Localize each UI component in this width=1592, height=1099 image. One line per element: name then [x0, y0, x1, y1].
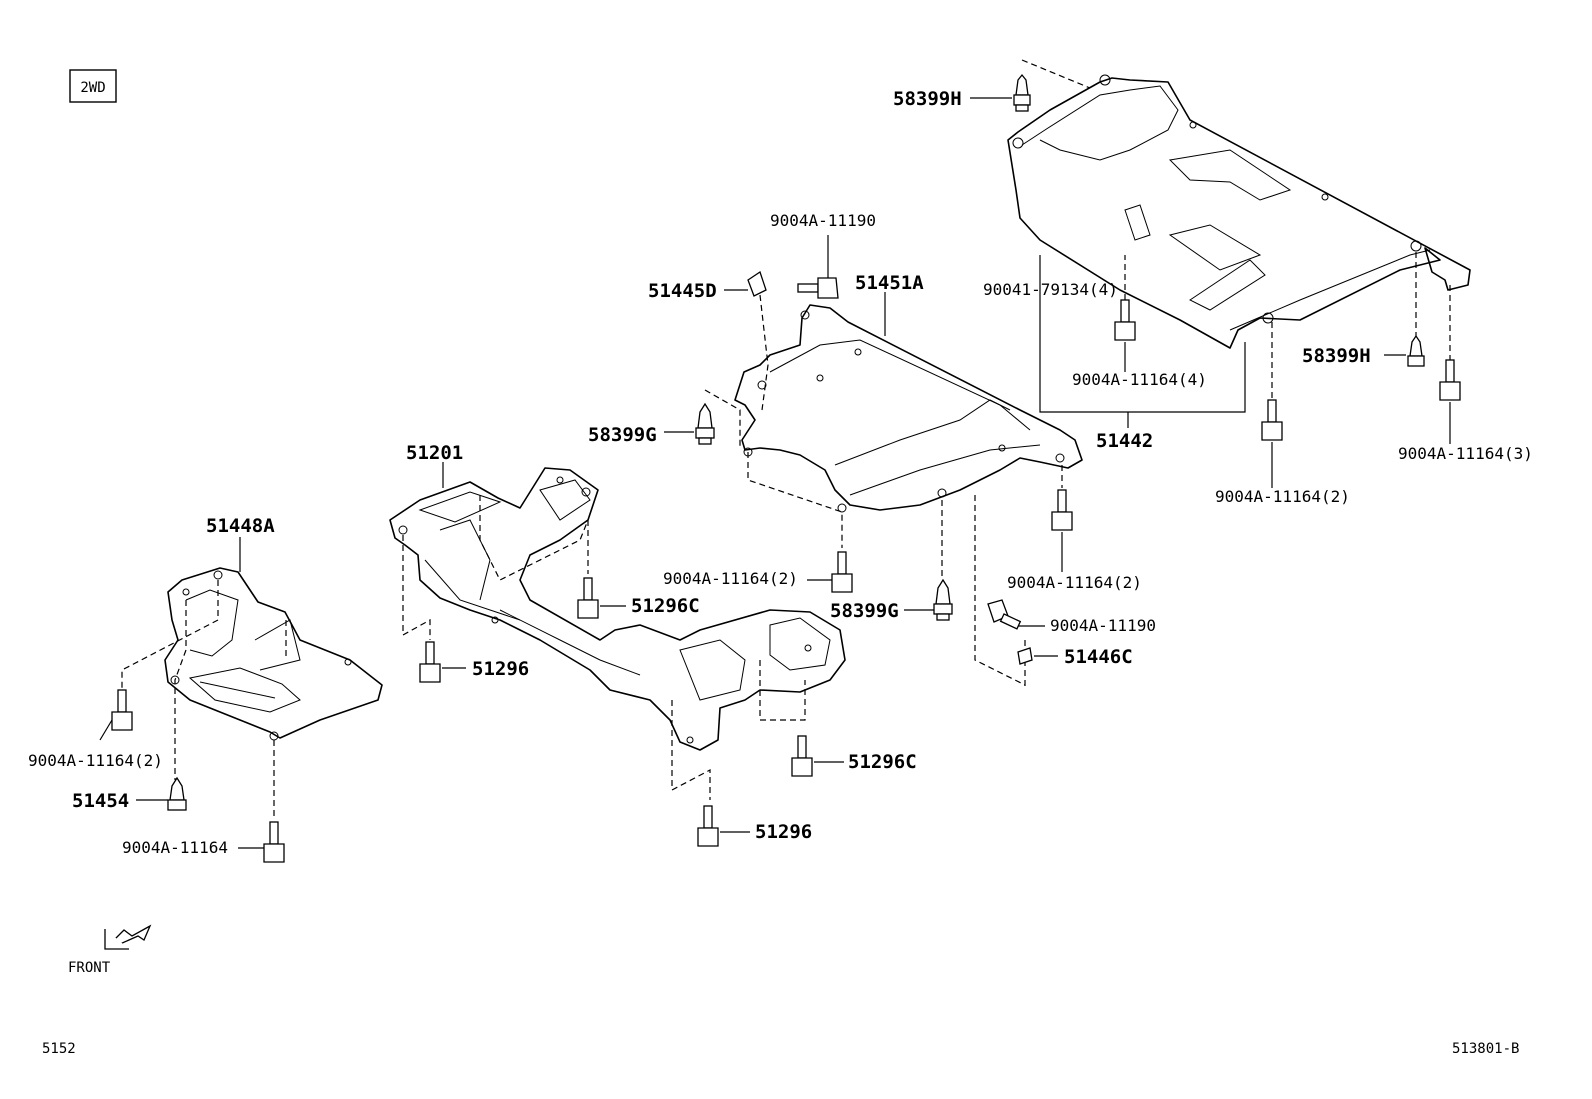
label-58399G-left: 58399G [588, 424, 657, 446]
under-cover-51451A [734, 304, 1083, 513]
label-51446C: 51446C [1064, 646, 1133, 668]
clip-51446C [1017, 647, 1033, 665]
bolt-9004A-11164 [263, 821, 285, 863]
label-51296-b: 51296 [755, 821, 812, 843]
crossmember-51201 [389, 467, 846, 751]
bolt-51296-a [419, 641, 441, 683]
label-51454: 51454 [72, 790, 129, 812]
label-9004A-11164-3: 9004A-11164(3) [1398, 444, 1533, 463]
assembly-lines [121, 59, 1451, 818]
clip-58399H-right [1407, 334, 1425, 367]
fasteners [111, 73, 1461, 863]
bolt-9004A-11190-top [797, 277, 839, 299]
label-51451A: 51451A [855, 272, 924, 294]
clip-58399G-mid [933, 578, 953, 621]
under-cover-51448A [164, 567, 383, 741]
bolt-9004A-11164-3 [1439, 359, 1461, 401]
bolt-51296C-a [577, 577, 599, 619]
label-9004A-11164-4: 9004A-11164(4) [1072, 370, 1207, 389]
label-9004A-11164: 9004A-11164 [122, 838, 228, 857]
bolt-51296-b [697, 805, 719, 847]
footer-left: 5152 [42, 1041, 76, 1057]
part-labels: 58399H 9004A-11190 51445D 51451A 90041-7… [28, 88, 1533, 857]
label-58399G-mid: 58399G [830, 600, 899, 622]
label-9004A-11164-2-left: 9004A-11164(2) [28, 751, 163, 770]
variant-label: 2WD [80, 80, 105, 96]
clip-51445D [747, 270, 767, 297]
bolt-9004A-11164-2-left [111, 689, 133, 731]
leader-lines [99, 97, 1451, 849]
label-51448A: 51448A [206, 515, 275, 537]
bolt-9004A-11164-2-center [831, 551, 853, 593]
label-90041-79134: 90041-79134(4) [983, 280, 1118, 299]
label-9004A-11164-2-center: 9004A-11164(2) [663, 569, 798, 588]
label-51201: 51201 [406, 442, 463, 464]
label-9004A-11190-top: 9004A-11190 [770, 211, 876, 230]
label-9004A-11164-2-right: 9004A-11164(2) [1215, 487, 1350, 506]
clip-51454 [167, 776, 187, 811]
label-51296C-b: 51296C [848, 751, 917, 773]
label-9004A-11190-mid: 9004A-11190 [1050, 616, 1156, 635]
bolt-51296C-b [791, 735, 813, 777]
bolt-9004A-11164-2-mid [1051, 489, 1073, 531]
clip-58399H-top [1013, 73, 1031, 112]
bolt-9004A-11164-4 [1114, 299, 1136, 341]
bolt-9004A-11190-mid [987, 599, 1022, 630]
footer-right: 513801-B [1452, 1041, 1519, 1057]
label-58399H-right: 58399H [1302, 345, 1371, 367]
front-label: FRONT [68, 960, 111, 976]
label-51445D: 51445D [648, 280, 717, 302]
under-cover-51442 [1007, 74, 1471, 349]
label-51296-a: 51296 [472, 658, 529, 680]
variant-box: 2WD [69, 69, 117, 103]
bolt-9004A-11164-2-right [1261, 399, 1283, 441]
label-58399H-top: 58399H [893, 88, 962, 110]
clip-58399G-left [695, 402, 715, 445]
label-51442: 51442 [1096, 430, 1153, 452]
label-51296C-a: 51296C [631, 595, 700, 617]
label-9004A-11164-2-mid: 9004A-11164(2) [1007, 573, 1142, 592]
front-arrow: FRONT [68, 924, 152, 976]
